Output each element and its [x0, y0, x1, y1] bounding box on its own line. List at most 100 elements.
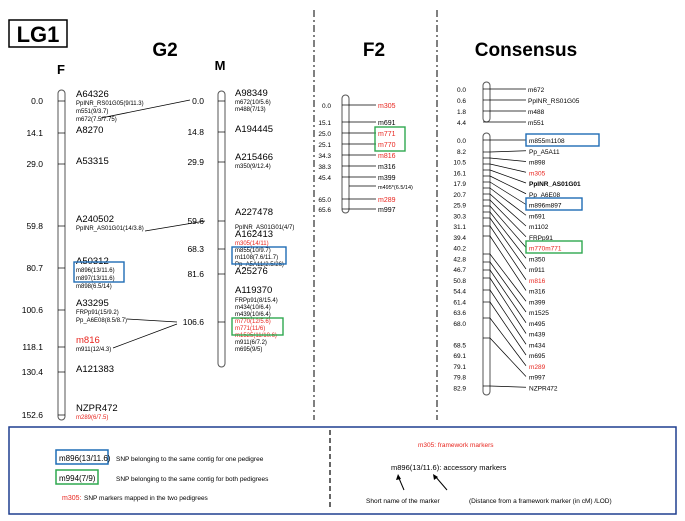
accessory-marker: m434(10/6.4) — [235, 305, 271, 311]
position-label: 82.9 — [453, 385, 466, 392]
consensus-marker: m770m771 — [529, 246, 562, 253]
consensus-marker: PpINR_RS01G05 — [528, 98, 580, 105]
contig-box-green — [525, 240, 583, 254]
legend-green-desc: SNP belonging to the same contig for bot… — [116, 476, 269, 483]
position-label: 0.0 — [457, 87, 466, 94]
position-label: 79.1 — [453, 364, 466, 371]
accessory-marker: PpINR_AS01G01(4/7) — [235, 225, 294, 231]
position-label: 68.3 — [187, 244, 204, 254]
framework-marker: A64326 — [76, 89, 109, 100]
position-label: 25.9 — [453, 203, 466, 210]
position-label: 152.6 — [22, 410, 44, 420]
accessory-marker: m771(11/6) — [235, 326, 265, 332]
legend-framework: m305: framework markers — [418, 442, 494, 449]
lg-title-box — [8, 19, 68, 48]
panel-title-consensus: Consensus — [475, 40, 577, 61]
position-label: 65.6 — [318, 207, 331, 214]
contig-box-blue — [73, 261, 125, 283]
consensus-marker: NZPR472 — [529, 385, 558, 392]
accessory-marker: m350(9/12.4) — [235, 164, 271, 170]
accessory-marker: m897(13/11.6) — [76, 276, 115, 282]
connector-m911 — [112, 323, 178, 349]
accessory-marker: m898(6.5/14) — [76, 284, 112, 290]
framework-marker: A25276 — [235, 266, 268, 277]
consensus-marker: m1525 — [529, 310, 549, 317]
chromosome-bar-g2-m — [217, 90, 226, 368]
legend-short-name: Short name of the marker — [366, 498, 441, 505]
position-label: 68.5 — [453, 342, 466, 349]
position-label: 0.0 — [322, 103, 331, 110]
accessory-marker: m911(12/4.3) — [76, 347, 111, 353]
accessory-marker: m896(13/11.6) — [76, 268, 115, 274]
marker-connector — [489, 187, 527, 216]
marker-connector — [489, 193, 527, 227]
legend-accessory: m896(13/11.6): accessory markers — [391, 463, 507, 472]
accessory-marker: Pp_A5A11(2.5/26) — [235, 262, 284, 268]
accessory-marker: PpINR_AS01G01(14/3.8) — [76, 226, 144, 232]
marker-connector — [489, 225, 527, 280]
panel-title-g2: G2 — [152, 40, 177, 61]
marker-connector — [489, 175, 527, 195]
position-label: 38.3 — [318, 164, 331, 171]
marker-connector — [489, 235, 527, 291]
position-label: 20.7 — [453, 192, 466, 199]
consensus-marker: m997 — [529, 375, 546, 382]
position-label: 1.8 — [457, 109, 466, 116]
position-label: 15.1 — [318, 120, 331, 127]
position-label: 17.9 — [453, 181, 466, 188]
marker-connector — [489, 337, 527, 377]
position-label: 79.8 — [453, 375, 466, 382]
position-label: 30.3 — [453, 213, 466, 220]
legend-blue-desc: SNP belonging to the same contig for one… — [116, 456, 264, 463]
position-label: 0.0 — [31, 96, 43, 106]
consensus-marker: m911 — [529, 267, 545, 274]
framework-marker: A194445 — [235, 124, 273, 135]
accessory-marker: m911(6/7.2) — [235, 340, 267, 346]
marker-connector — [489, 205, 527, 248]
chromosome-bar-g2-f — [57, 89, 66, 421]
position-label: 16.1 — [453, 170, 466, 177]
consensus-marker: m289 — [529, 364, 546, 371]
accessory-marker: FRPp91(15/9.2) — [76, 310, 119, 316]
accessory-marker: m439(10/6.4) — [235, 312, 271, 318]
position-label: 42.8 — [453, 256, 466, 263]
f2-marker: m691 — [378, 120, 396, 127]
position-label: 0.0 — [192, 96, 204, 106]
framework-marker: A227478 — [235, 207, 273, 218]
marker-connector — [489, 253, 527, 302]
position-label: 29.9 — [187, 157, 204, 167]
accessory-marker: m551(9/3.7) — [76, 109, 108, 115]
accessory-marker: m770(12/5.6) — [235, 319, 271, 325]
f2-marker: m771 — [378, 131, 396, 138]
f2-marker: m399 — [378, 175, 396, 182]
position-label: 61.4 — [453, 299, 466, 306]
marker-connector — [489, 385, 527, 388]
legend-arrow-distance — [434, 475, 448, 491]
position-label: 50.8 — [453, 278, 466, 285]
position-label: 8.2 — [457, 149, 466, 156]
marker-connector — [489, 169, 527, 184]
position-label: 63.6 — [453, 310, 466, 317]
framework-marker: m816 — [76, 335, 100, 346]
position-label: 65.0 — [318, 197, 331, 204]
f2-marker: m495*(6.5/14) — [378, 185, 413, 191]
consensus-marker: m488 — [528, 109, 545, 116]
marker-connector — [489, 269, 527, 323]
f2-marker: m770 — [378, 142, 396, 149]
legend-box — [8, 426, 677, 515]
position-label: 14.8 — [187, 127, 204, 137]
legend-arrowhead-distance — [433, 474, 438, 480]
framework-marker: A33295 — [76, 298, 109, 309]
contig-box-green — [231, 317, 284, 336]
consensus-marker: m305 — [529, 170, 546, 177]
legend-distance: (Distance from a framework marker (in cM… — [469, 498, 612, 505]
position-label: 14.1 — [26, 128, 43, 138]
contig-box-blue — [525, 197, 583, 211]
accessory-marker: m488(7/13) — [235, 107, 266, 113]
consensus-marker: m495 — [529, 321, 546, 328]
f2-marker: m305 — [378, 103, 396, 110]
accessory-marker: PpINR_RS01G05(9/11.3) — [76, 101, 144, 107]
connector-as01g01 — [144, 220, 206, 232]
legend-blue-box — [55, 449, 109, 465]
